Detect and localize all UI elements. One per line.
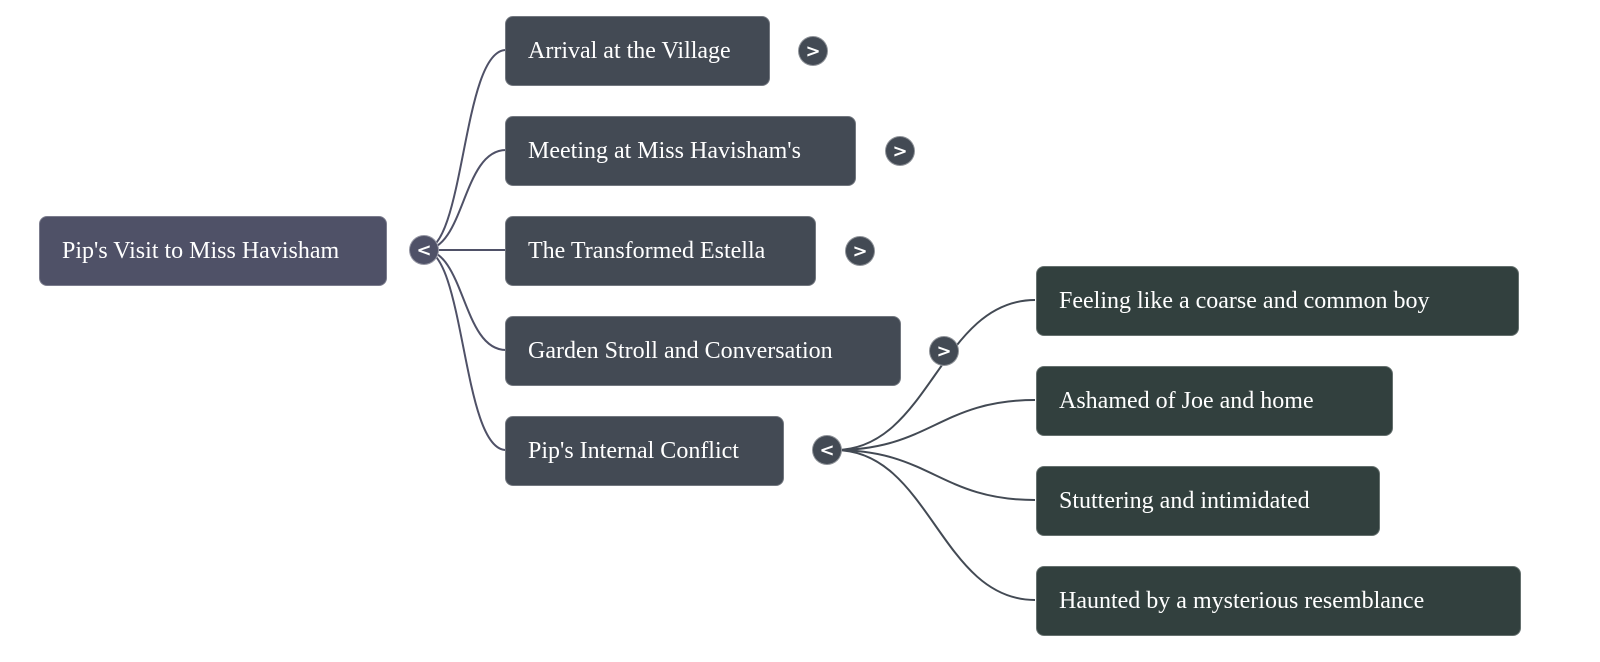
- node-the-transformed-estella[interactable]: The Transformed Estella: [505, 216, 816, 286]
- node-meeting-at-miss-havishams[interactable]: Meeting at Miss Havisham's: [505, 116, 856, 186]
- expand-garden-toggle[interactable]: >: [929, 336, 959, 366]
- link-root-conflict: [423, 249, 507, 451]
- node-stuttering-and-intimidated[interactable]: Stuttering and intimidated: [1036, 466, 1380, 536]
- expand-meeting-toggle[interactable]: >: [885, 136, 915, 166]
- link-conflict-haunted: [834, 449, 1036, 601]
- expand-estella-toggle[interactable]: >: [845, 236, 875, 266]
- node-garden-stroll-and-conversation[interactable]: Garden Stroll and Conversation: [505, 316, 901, 386]
- expand-arrival-toggle[interactable]: >: [798, 36, 828, 66]
- link-conflict-stuttering: [834, 449, 1036, 501]
- node-ashamed-of-joe-and-home[interactable]: Ashamed of Joe and home: [1036, 366, 1393, 436]
- node-pips-internal-conflict[interactable]: Pip's Internal Conflict: [505, 416, 784, 486]
- collapse-conflict-toggle[interactable]: <: [812, 435, 842, 465]
- node-arrival-at-the-village[interactable]: Arrival at the Village: [505, 16, 770, 86]
- link-conflict-coarse: [834, 299, 1036, 451]
- root-node[interactable]: Pip's Visit to Miss Havisham: [39, 216, 387, 286]
- node-haunted-by-a-mysterious-resemblance[interactable]: Haunted by a mysterious resemblance: [1036, 566, 1521, 636]
- link-root-meeting: [423, 149, 507, 251]
- link-root-arrival: [423, 49, 507, 251]
- node-feeling-like-a-coarse-and-common-boy[interactable]: Feeling like a coarse and common boy: [1036, 266, 1519, 336]
- link-root-garden: [423, 249, 507, 351]
- collapse-root-toggle[interactable]: <: [409, 235, 439, 265]
- link-conflict-ashamed: [834, 399, 1036, 451]
